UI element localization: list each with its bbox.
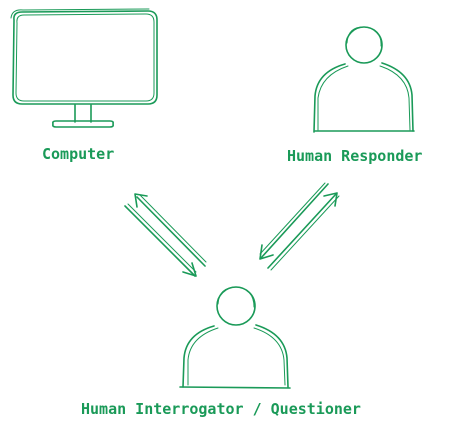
person-icon — [313, 26, 415, 133]
monitor-icon — [10, 8, 158, 128]
node-label-computer: Computer — [42, 145, 115, 163]
node-label-human-responder: Human Responder — [287, 147, 423, 165]
person-icon — [179, 286, 291, 389]
edge-responder-interrogator — [259, 182, 340, 271]
edge-computer-interrogator — [124, 193, 207, 277]
node-label-human-interrogator: Human Interrogator / Questioner — [81, 400, 361, 418]
